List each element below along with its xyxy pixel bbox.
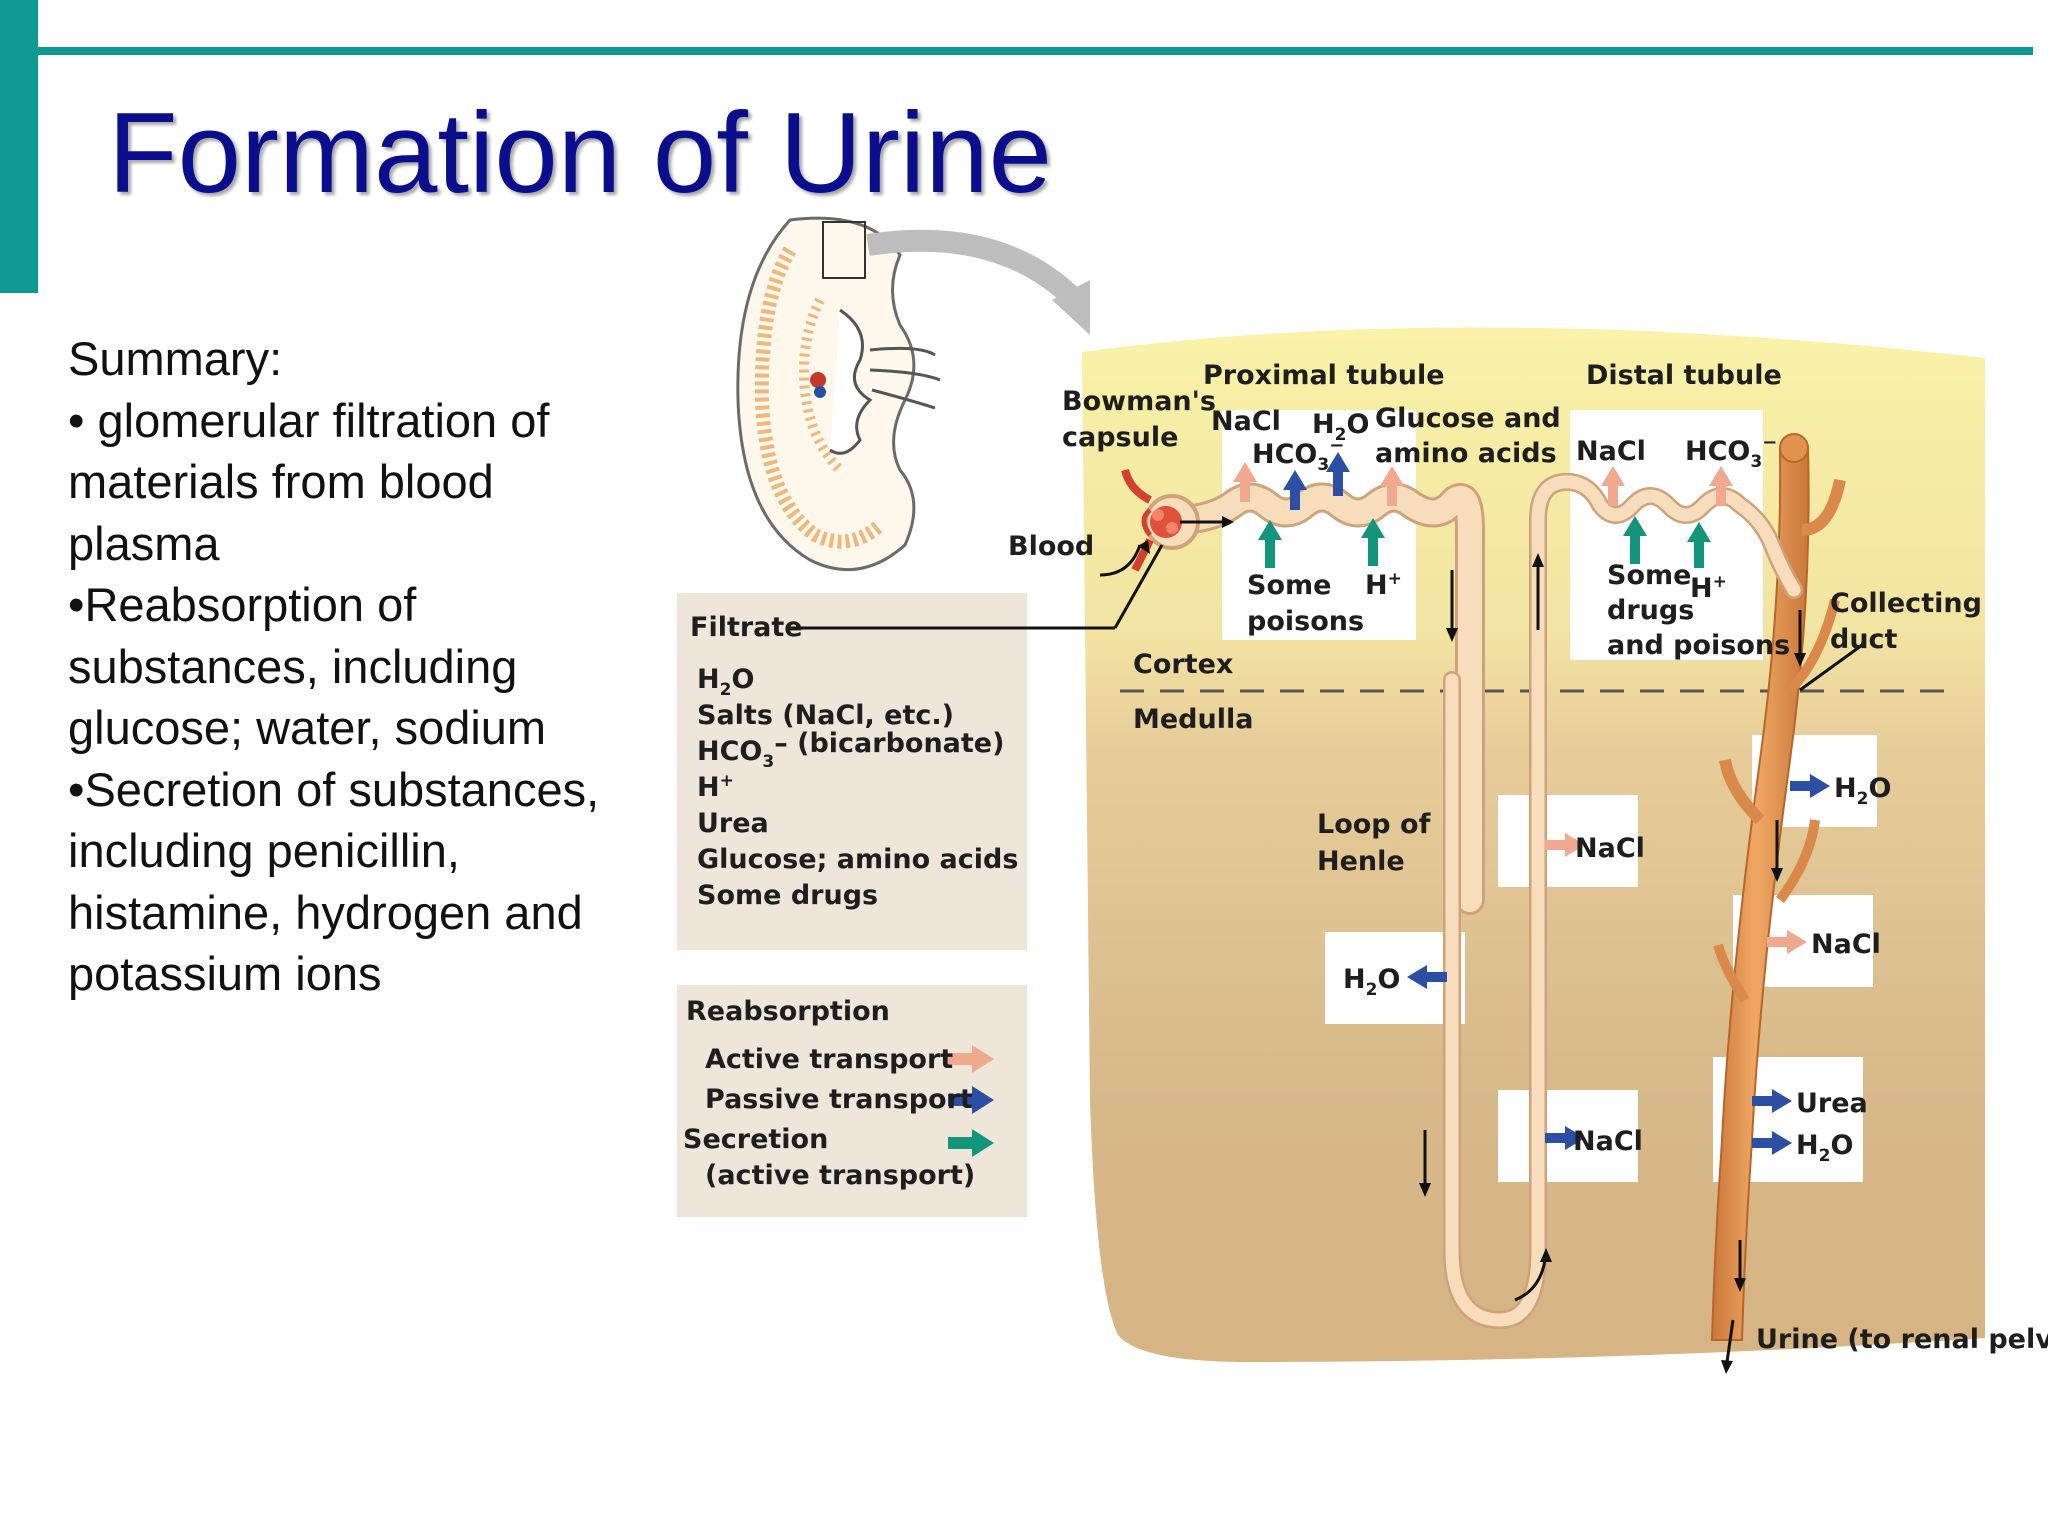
secretion-arrow bbox=[1361, 518, 1385, 566]
proximal-amino: amino acids bbox=[1375, 438, 1557, 469]
active-arrow bbox=[1601, 466, 1625, 506]
legend-active: Active transport bbox=[705, 1044, 953, 1075]
distal-box bbox=[1570, 410, 1763, 660]
summary-line: substances, including bbox=[68, 639, 518, 693]
summary-text: Summary: • glomerular filtration of mate… bbox=[68, 328, 668, 1005]
distal-h-plus: H+ bbox=[1690, 572, 1727, 604]
legend-secretion-sub: (active transport) bbox=[705, 1160, 975, 1191]
passive-arrow bbox=[1407, 965, 1447, 989]
loop-nacl-upper: NaCl bbox=[1575, 833, 1645, 864]
summary-line: potassium ions bbox=[68, 947, 382, 1000]
active-arrow bbox=[1709, 466, 1733, 506]
passive-arrow bbox=[1545, 1126, 1585, 1150]
label-medulla: Medulla bbox=[1133, 704, 1253, 735]
duct-nacl: NaCl bbox=[1811, 929, 1881, 960]
summary-line: •Reabsorption of bbox=[68, 578, 417, 631]
duct-urea: Urea bbox=[1796, 1088, 1868, 1119]
legend-reabsorption: Reabsorption bbox=[686, 996, 890, 1027]
filtrate-hco3: HCO3– (bicarbonate) bbox=[697, 728, 1004, 772]
label-duct: duct bbox=[1830, 624, 1898, 655]
distal-and-poisons: and poisons bbox=[1607, 630, 1790, 661]
filtrate-drugs: Some drugs bbox=[697, 880, 878, 911]
filtrate-salts: Salts (NaCl, etc.) bbox=[697, 700, 954, 731]
proximal-box bbox=[1222, 410, 1416, 640]
duct-h2o-2: H2O bbox=[1796, 1130, 1853, 1166]
kidney-zoom-box bbox=[822, 221, 866, 279]
secretion-arrow bbox=[1687, 522, 1711, 568]
summary-line: materials from blood bbox=[68, 455, 494, 508]
passive-arrow bbox=[1752, 1131, 1792, 1155]
collecting-duct bbox=[1710, 447, 1810, 1341]
filtrate-title: Filtrate bbox=[690, 612, 803, 643]
filtrate-urea: Urea bbox=[697, 808, 769, 839]
active-arrow bbox=[1380, 466, 1404, 506]
label-collecting: Collecting bbox=[1830, 588, 1982, 619]
summary-line: •Secretion of substances, bbox=[68, 762, 600, 816]
nephron-diagram: Proximal tubule Distal tubule Bowman's c… bbox=[677, 216, 2048, 1374]
kidney-illustration bbox=[736, 216, 1090, 572]
distal-some: Some bbox=[1607, 560, 1691, 591]
legend-passive: Passive transport bbox=[705, 1084, 973, 1115]
accent-bar bbox=[0, 0, 38, 293]
passive-arrow bbox=[1790, 774, 1830, 798]
loop-nacl-lower: NaCl bbox=[1573, 1126, 1643, 1157]
secretion-arrow bbox=[1623, 516, 1647, 564]
label-cortex: Cortex bbox=[1133, 649, 1233, 680]
label-urine: Urine (to renal pelvis) bbox=[1756, 1324, 2048, 1355]
filtrate-panel bbox=[677, 593, 1027, 950]
summary-line: histamine, hydrogen and bbox=[68, 885, 583, 939]
zoom-arrow bbox=[866, 229, 1083, 308]
legend-active-arrow bbox=[948, 1045, 994, 1073]
loop-h2o: H2O bbox=[1343, 964, 1400, 1000]
filtrate-h-plus: H+ bbox=[697, 771, 734, 803]
glomerulus bbox=[1121, 468, 1200, 572]
legend-secretion: Secretion bbox=[683, 1124, 828, 1155]
proximal-nacl: NaCl bbox=[1211, 406, 1281, 437]
active-arrow bbox=[1767, 930, 1807, 954]
filtrate-h2o: H2O bbox=[697, 664, 754, 700]
proximal-some: Some bbox=[1247, 570, 1331, 601]
label-henle: Henle bbox=[1317, 846, 1405, 877]
filtrate-glucose: Glucose; amino acids bbox=[697, 844, 1018, 875]
active-arrow bbox=[1545, 833, 1585, 857]
label-bowmans: Bowman's bbox=[1062, 386, 1216, 417]
duct-h2o-1: H2O bbox=[1834, 773, 1891, 809]
summary-line: • glomerular filtration of bbox=[68, 393, 550, 447]
passive-arrow bbox=[1326, 452, 1350, 496]
slide-title: Formation of Urine bbox=[108, 90, 1053, 217]
label-loop-of: Loop of bbox=[1317, 809, 1431, 840]
label-capsule: capsule bbox=[1062, 422, 1178, 453]
label-distal-tubule: Distal tubule bbox=[1586, 360, 1782, 391]
summary-line: including penicillin, bbox=[68, 824, 460, 877]
accent-line bbox=[38, 47, 2033, 55]
flow-arrows bbox=[790, 520, 1866, 1363]
active-arrow bbox=[1233, 462, 1257, 502]
proximal-hco3: HCO3− bbox=[1252, 435, 1344, 475]
passive-arrow bbox=[1283, 470, 1307, 510]
passive-arrow bbox=[1752, 1089, 1792, 1113]
distal-hco3: HCO3− bbox=[1685, 432, 1777, 472]
secretion-arrow bbox=[1258, 520, 1282, 568]
proximal-h-plus: H+ bbox=[1365, 569, 1402, 601]
legend-passive-arrow bbox=[948, 1086, 994, 1114]
label-blood: Blood bbox=[1008, 531, 1094, 562]
summary-line: glucose; water, sodium bbox=[68, 701, 547, 754]
summary-line: plasma bbox=[68, 516, 220, 570]
proximal-glucose: Glucose and bbox=[1375, 403, 1561, 434]
distal-nacl: NaCl bbox=[1576, 436, 1646, 467]
distal-drugs: drugs bbox=[1607, 595, 1694, 626]
summary-line: Summary: bbox=[68, 332, 283, 385]
legend-secretion-arrow bbox=[948, 1129, 994, 1157]
proximal-h2o: H2O bbox=[1312, 409, 1369, 445]
flow-arrowheads bbox=[1138, 516, 1806, 1374]
proximal-poisons: poisons bbox=[1247, 606, 1364, 637]
label-proximal-tubule: Proximal tubule bbox=[1203, 360, 1445, 391]
transport-arrows bbox=[948, 452, 1830, 1157]
